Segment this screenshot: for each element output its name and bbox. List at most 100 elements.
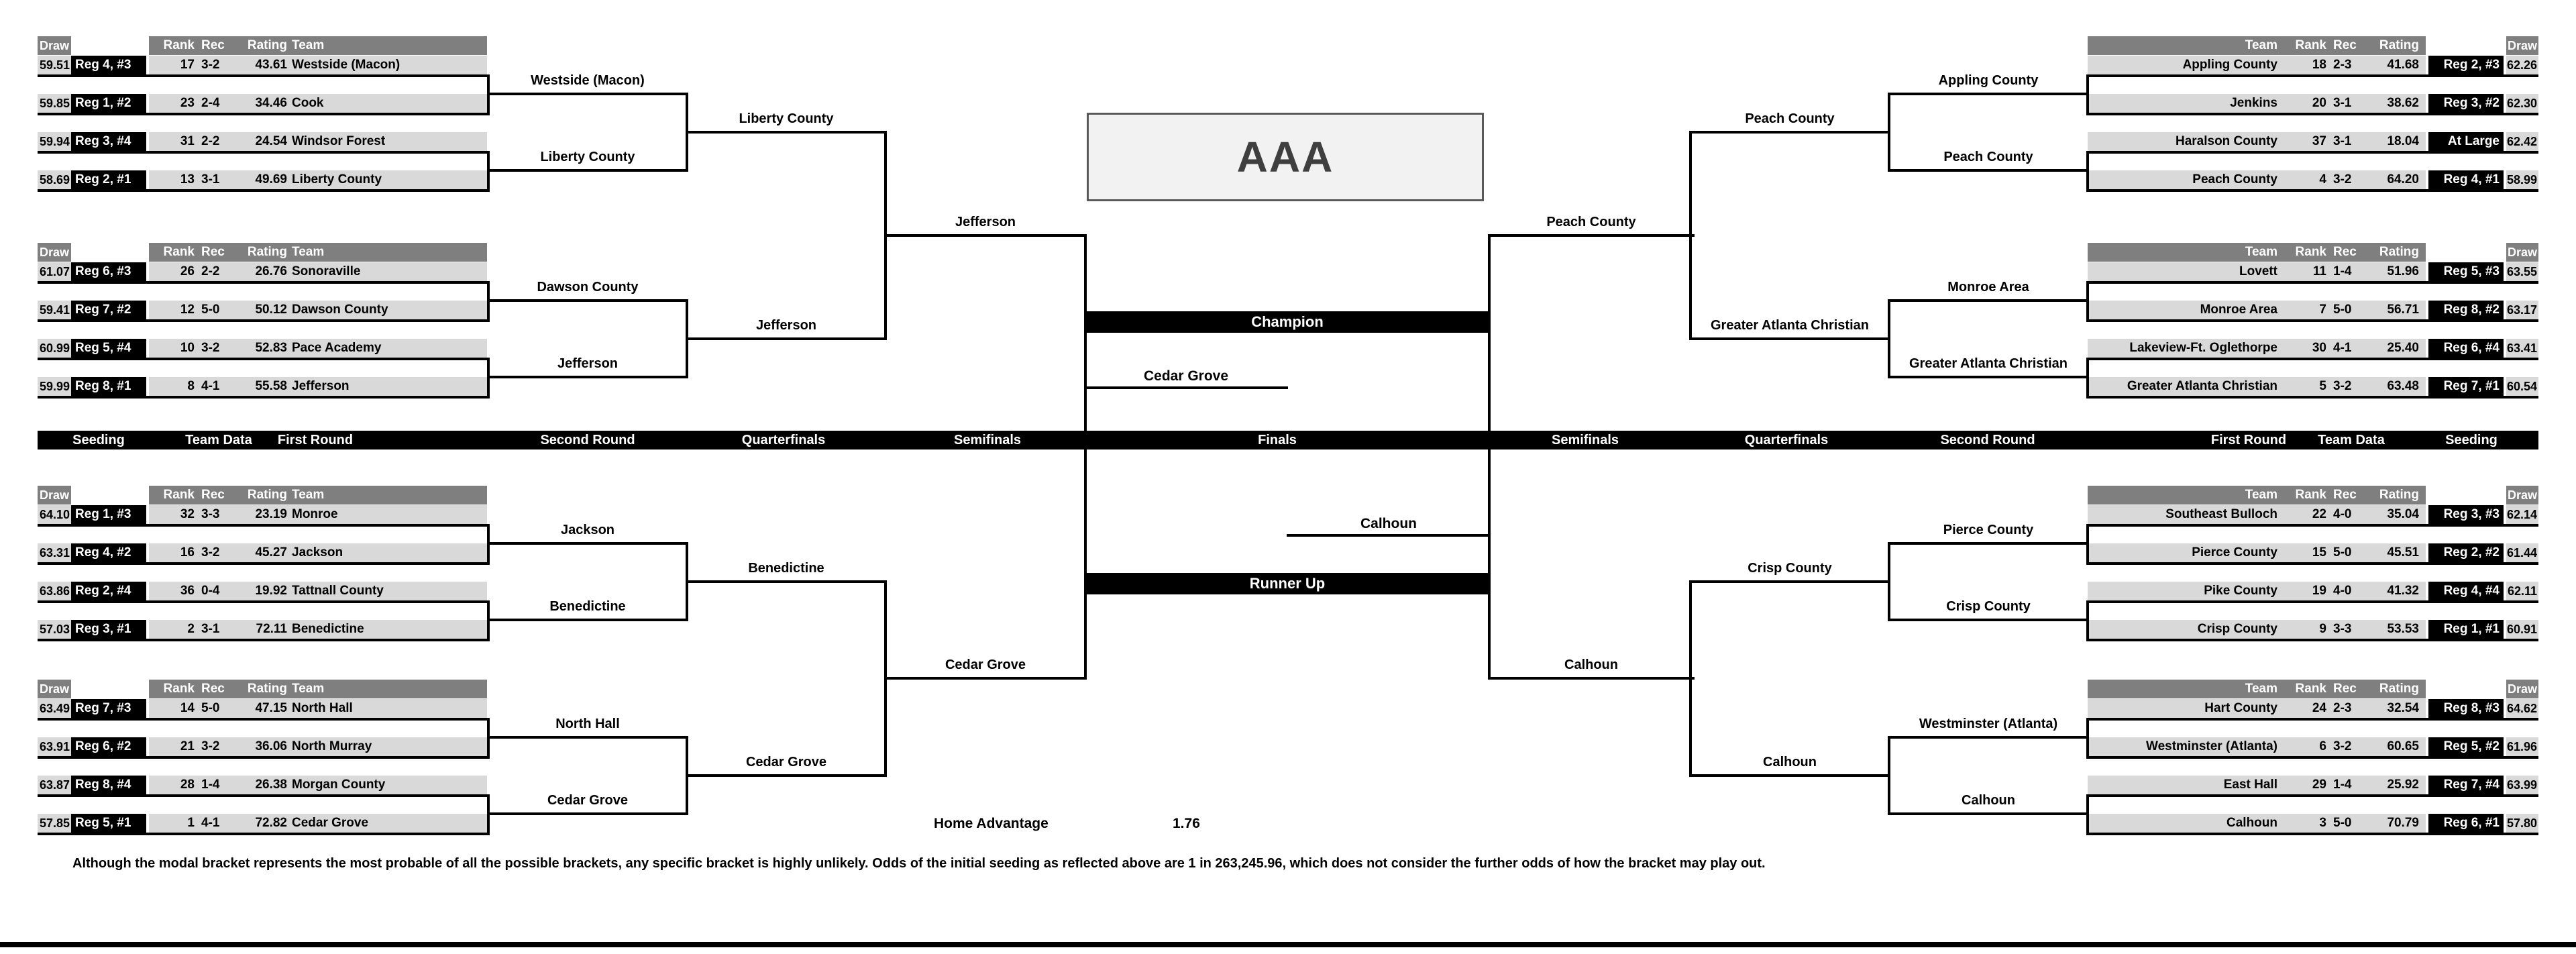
- team-cell: Monroe: [292, 507, 338, 521]
- draw-cell: 62.11: [2506, 582, 2538, 600]
- draw-cell: 63.55: [2506, 262, 2538, 281]
- first-round-winner-label: Liberty County: [540, 149, 635, 164]
- rank-cell: 4: [2319, 172, 2326, 187]
- first-round-winner-label: Peach County: [1943, 149, 2033, 164]
- rank-cell: 32: [180, 507, 195, 521]
- seed-cell: Reg 5, #3: [2428, 262, 2504, 281]
- team-cell: Greater Atlanta Christian: [2127, 379, 2277, 393]
- second-round-winner-line: [1689, 774, 1890, 777]
- team-cell: Tattnall County: [292, 584, 384, 598]
- rating-header: Rating: [2379, 488, 2419, 502]
- draw-cell: 59.51: [38, 56, 71, 74]
- rec-cell: 3-3: [201, 507, 220, 521]
- rating-cell: 41.68: [2387, 58, 2419, 72]
- seed-cell: Reg 5, #2: [2428, 737, 2504, 756]
- team-cell: East Hall: [2223, 778, 2277, 792]
- seed-cell: Reg 2, #2: [2428, 543, 2504, 562]
- round-header-second-round: Second Round: [1940, 433, 2035, 447]
- classification-title: AAA: [1236, 133, 1334, 181]
- row-underline: [2088, 600, 2538, 603]
- quarterfinal-winner-line: [1488, 233, 1695, 237]
- quarterfinal-winner-label: Calhoun: [1564, 657, 1618, 672]
- rank-cell: 2: [187, 622, 195, 636]
- second-round-winner-line: [686, 580, 887, 583]
- rec-cell: 2-2: [201, 134, 220, 148]
- second-round-winner-label: Calhoun: [1763, 754, 1817, 770]
- first-round-winner-label: Appling County: [1938, 72, 2039, 88]
- rating-cell: 38.62: [2387, 96, 2419, 110]
- first-round-winner-line: [1888, 618, 2089, 621]
- row-underline: [2088, 562, 2538, 565]
- rating-cell: 47.15: [255, 701, 287, 715]
- team-cell: Crisp County: [2197, 622, 2277, 636]
- rating-cell: 36.06: [255, 739, 287, 753]
- first-round-winner-label: Pierce County: [1943, 522, 2034, 537]
- pair-connector-vline: [2086, 794, 2089, 835]
- rank-header: Rank: [163, 38, 195, 52]
- row-underline: [38, 756, 487, 759]
- team-cell: Monroe Area: [2200, 303, 2277, 317]
- rank-header: Rank: [2295, 38, 2326, 52]
- rank-cell: 18: [2312, 58, 2326, 72]
- pair-connector-vline: [2086, 600, 2089, 641]
- rating-cell: 19.92: [255, 584, 287, 598]
- row-underline: [38, 600, 487, 603]
- rec-cell: 3-2: [2333, 379, 2352, 393]
- rec-header: Rec: [201, 682, 225, 696]
- rank-cell: 21: [180, 739, 195, 753]
- seed-cell: Reg 3, #4: [71, 132, 146, 151]
- draw-cell: 59.94: [38, 132, 71, 151]
- rating-cell: 55.58: [255, 379, 287, 393]
- team-cell: Pierce County: [2192, 545, 2277, 560]
- row-underline: [2088, 794, 2538, 797]
- rank-cell: 20: [2312, 96, 2326, 110]
- draw-cell: 62.26: [2506, 56, 2538, 74]
- rank-cell: 37: [2312, 134, 2326, 148]
- rec-cell: 1-4: [2333, 264, 2352, 278]
- rank-header: Rank: [2295, 682, 2326, 696]
- first-round-winner-label: Jackson: [560, 522, 615, 537]
- rec-cell: 3-2: [201, 739, 220, 753]
- second-round-winner-label: Liberty County: [739, 111, 834, 126]
- runner-up-team-label: Calhoun: [1360, 516, 1417, 531]
- pair-connector-vline: [487, 524, 490, 565]
- rec-cell: 3-1: [2333, 96, 2352, 110]
- pair-connector-vline: [487, 718, 490, 759]
- second-round-winner-label: Peach County: [1745, 111, 1835, 126]
- quarterfinal-winner-label: Jefferson: [955, 214, 1016, 229]
- rec-cell: 3-2: [2333, 172, 2352, 187]
- first-round-winner-line: [1888, 92, 2089, 95]
- quarterfinal-winner-line: [884, 677, 1087, 680]
- seed-cell: Reg 7, #1: [2428, 377, 2504, 396]
- rank-cell: 30: [2312, 341, 2326, 355]
- pair-connector-vline: [487, 794, 490, 835]
- team-header: Team: [292, 488, 325, 502]
- rank-header: Rank: [163, 488, 195, 502]
- team-cell: Morgan County: [292, 778, 386, 792]
- runner-up-bar: Runner Up: [1084, 573, 1491, 594]
- team-cell: Jefferson: [292, 379, 350, 393]
- seed-cell: Reg 5, #1: [71, 814, 146, 833]
- draw-cell: 62.30: [2506, 94, 2538, 113]
- rank-cell: 5: [2319, 379, 2326, 393]
- rank-cell: 26: [180, 264, 195, 278]
- footnote-text: Although the modal bracket represents th…: [72, 856, 1766, 871]
- rank-cell: 3: [2319, 816, 2326, 830]
- pair-connector-vline: [487, 151, 490, 192]
- team-cell: Lakeview-Ft. Oglethorpe: [2129, 341, 2277, 355]
- row-underline: [2088, 151, 2538, 154]
- rating-cell: 26.76: [255, 264, 287, 278]
- rec-header: Rec: [2333, 682, 2357, 696]
- rating-cell: 45.27: [255, 545, 287, 560]
